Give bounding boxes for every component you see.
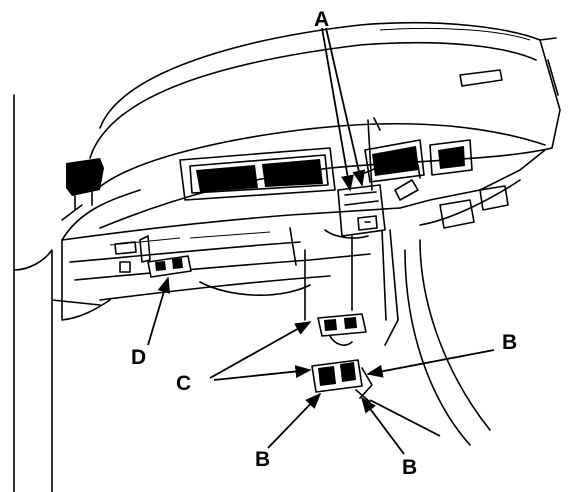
leader-lines [147, 27, 495, 455]
support-bracket [304, 117, 399, 346]
connector-d [147, 255, 192, 278]
connector-c [317, 313, 367, 346]
leader-c-1 [209, 321, 312, 379]
leader-b-left [267, 392, 322, 449]
leader-d [147, 276, 171, 346]
label-c: C [176, 372, 191, 395]
center-vents [179, 139, 473, 201]
leader-a-1 [321, 27, 354, 192]
label-d: D [131, 346, 146, 369]
extension-line [369, 399, 441, 437]
label-b-upper: B [502, 331, 517, 354]
lower-dash [61, 207, 401, 301]
leader-a-2 [325, 27, 366, 187]
left-side-panel [13, 94, 111, 492]
leader-b-right [361, 396, 405, 455]
leader-c-2 [213, 365, 312, 381]
label-a: A [314, 8, 329, 31]
label-b-lower-left: B [255, 448, 270, 471]
callout-labels: A B B B C D [131, 8, 517, 479]
upper-left-module [66, 158, 104, 211]
leader-b-upper [366, 349, 495, 378]
right-side-panel [394, 149, 546, 446]
connector-b [311, 359, 373, 403]
label-b-lower-right: B [402, 456, 417, 479]
dashboard-shell [61, 21, 561, 241]
